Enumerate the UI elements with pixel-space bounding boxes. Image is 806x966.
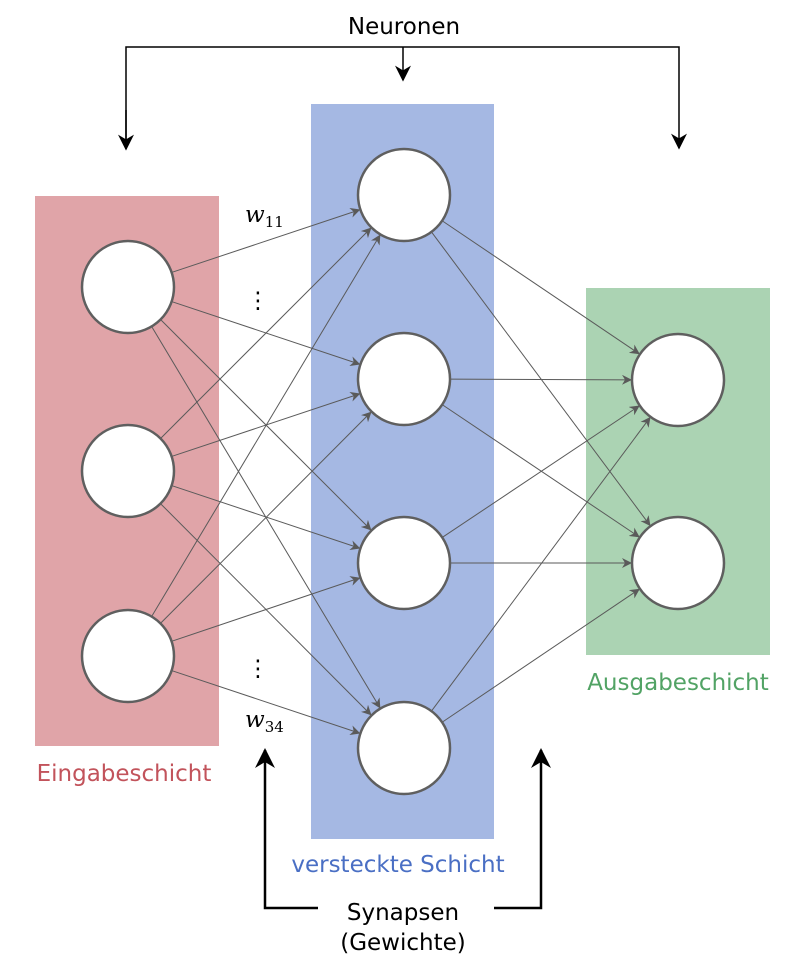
input-neuron-2 bbox=[80, 423, 176, 519]
output-neuron-2 bbox=[630, 515, 726, 611]
neurons-label: Neuronen bbox=[348, 14, 460, 40]
weight-w34-index: 34 bbox=[265, 718, 284, 736]
synapses-pointer: Synapsen (Gewichte) bbox=[255, 748, 551, 956]
synapse-hidden3-to-output1 bbox=[441, 405, 640, 538]
input-layer-label: Eingabeschicht bbox=[37, 761, 212, 787]
weight-w11-symbol: w bbox=[245, 202, 265, 228]
output-layer-label: Ausgabeschicht bbox=[587, 670, 769, 696]
output-neuron-1 bbox=[630, 332, 726, 428]
weights-label: (Gewichte) bbox=[340, 930, 466, 956]
weight-w11-label: w11 bbox=[245, 202, 284, 231]
synapse-hidden4-to-output1 bbox=[431, 416, 651, 712]
hidden-layer-label: versteckte Schicht bbox=[291, 852, 504, 878]
synapse-input2-to-hidden2 bbox=[171, 391, 361, 457]
synapses-label: Synapsen bbox=[347, 900, 459, 926]
hidden-neuron-4 bbox=[356, 700, 452, 796]
synapse-hidden2-to-output2 bbox=[441, 404, 640, 538]
synapse-input1-to-hidden1 bbox=[171, 207, 361, 273]
synapses-left-arrow bbox=[255, 748, 318, 910]
synapse-input2-to-hidden3 bbox=[171, 485, 361, 551]
synapse-connections bbox=[151, 207, 651, 736]
synapse-input3-to-hidden4 bbox=[171, 670, 361, 736]
weight-ellipsis-bottom: ⋮ bbox=[247, 656, 270, 682]
input-neuron-1 bbox=[80, 239, 176, 335]
synapses-right-arrow bbox=[494, 748, 551, 910]
weight-w34-symbol: w bbox=[245, 707, 265, 733]
synapse-input3-to-hidden1 bbox=[151, 234, 381, 617]
synapse-hidden2-to-output1 bbox=[449, 374, 632, 385]
input-neuron-3 bbox=[80, 608, 176, 704]
synapse-input3-to-hidden2 bbox=[160, 411, 372, 624]
synapse-hidden1-to-output2 bbox=[431, 231, 651, 527]
hidden-neuron-3 bbox=[356, 515, 452, 611]
hidden-neuron-2 bbox=[356, 331, 452, 427]
weight-w34-label: w34 bbox=[245, 707, 284, 736]
synapse-hidden4-to-output2 bbox=[441, 588, 640, 723]
weight-ellipsis-top: ⋮ bbox=[247, 288, 270, 314]
weight-w11-index: 11 bbox=[265, 213, 284, 231]
synapse-input3-to-hidden3 bbox=[171, 576, 361, 642]
neurons bbox=[80, 147, 726, 796]
hidden-neuron-1 bbox=[356, 147, 452, 243]
synapse-input2-to-hidden1 bbox=[160, 227, 372, 439]
synapse-hidden1-to-output1 bbox=[441, 220, 640, 355]
neurons-pointer: Neuronen bbox=[118, 10, 687, 151]
